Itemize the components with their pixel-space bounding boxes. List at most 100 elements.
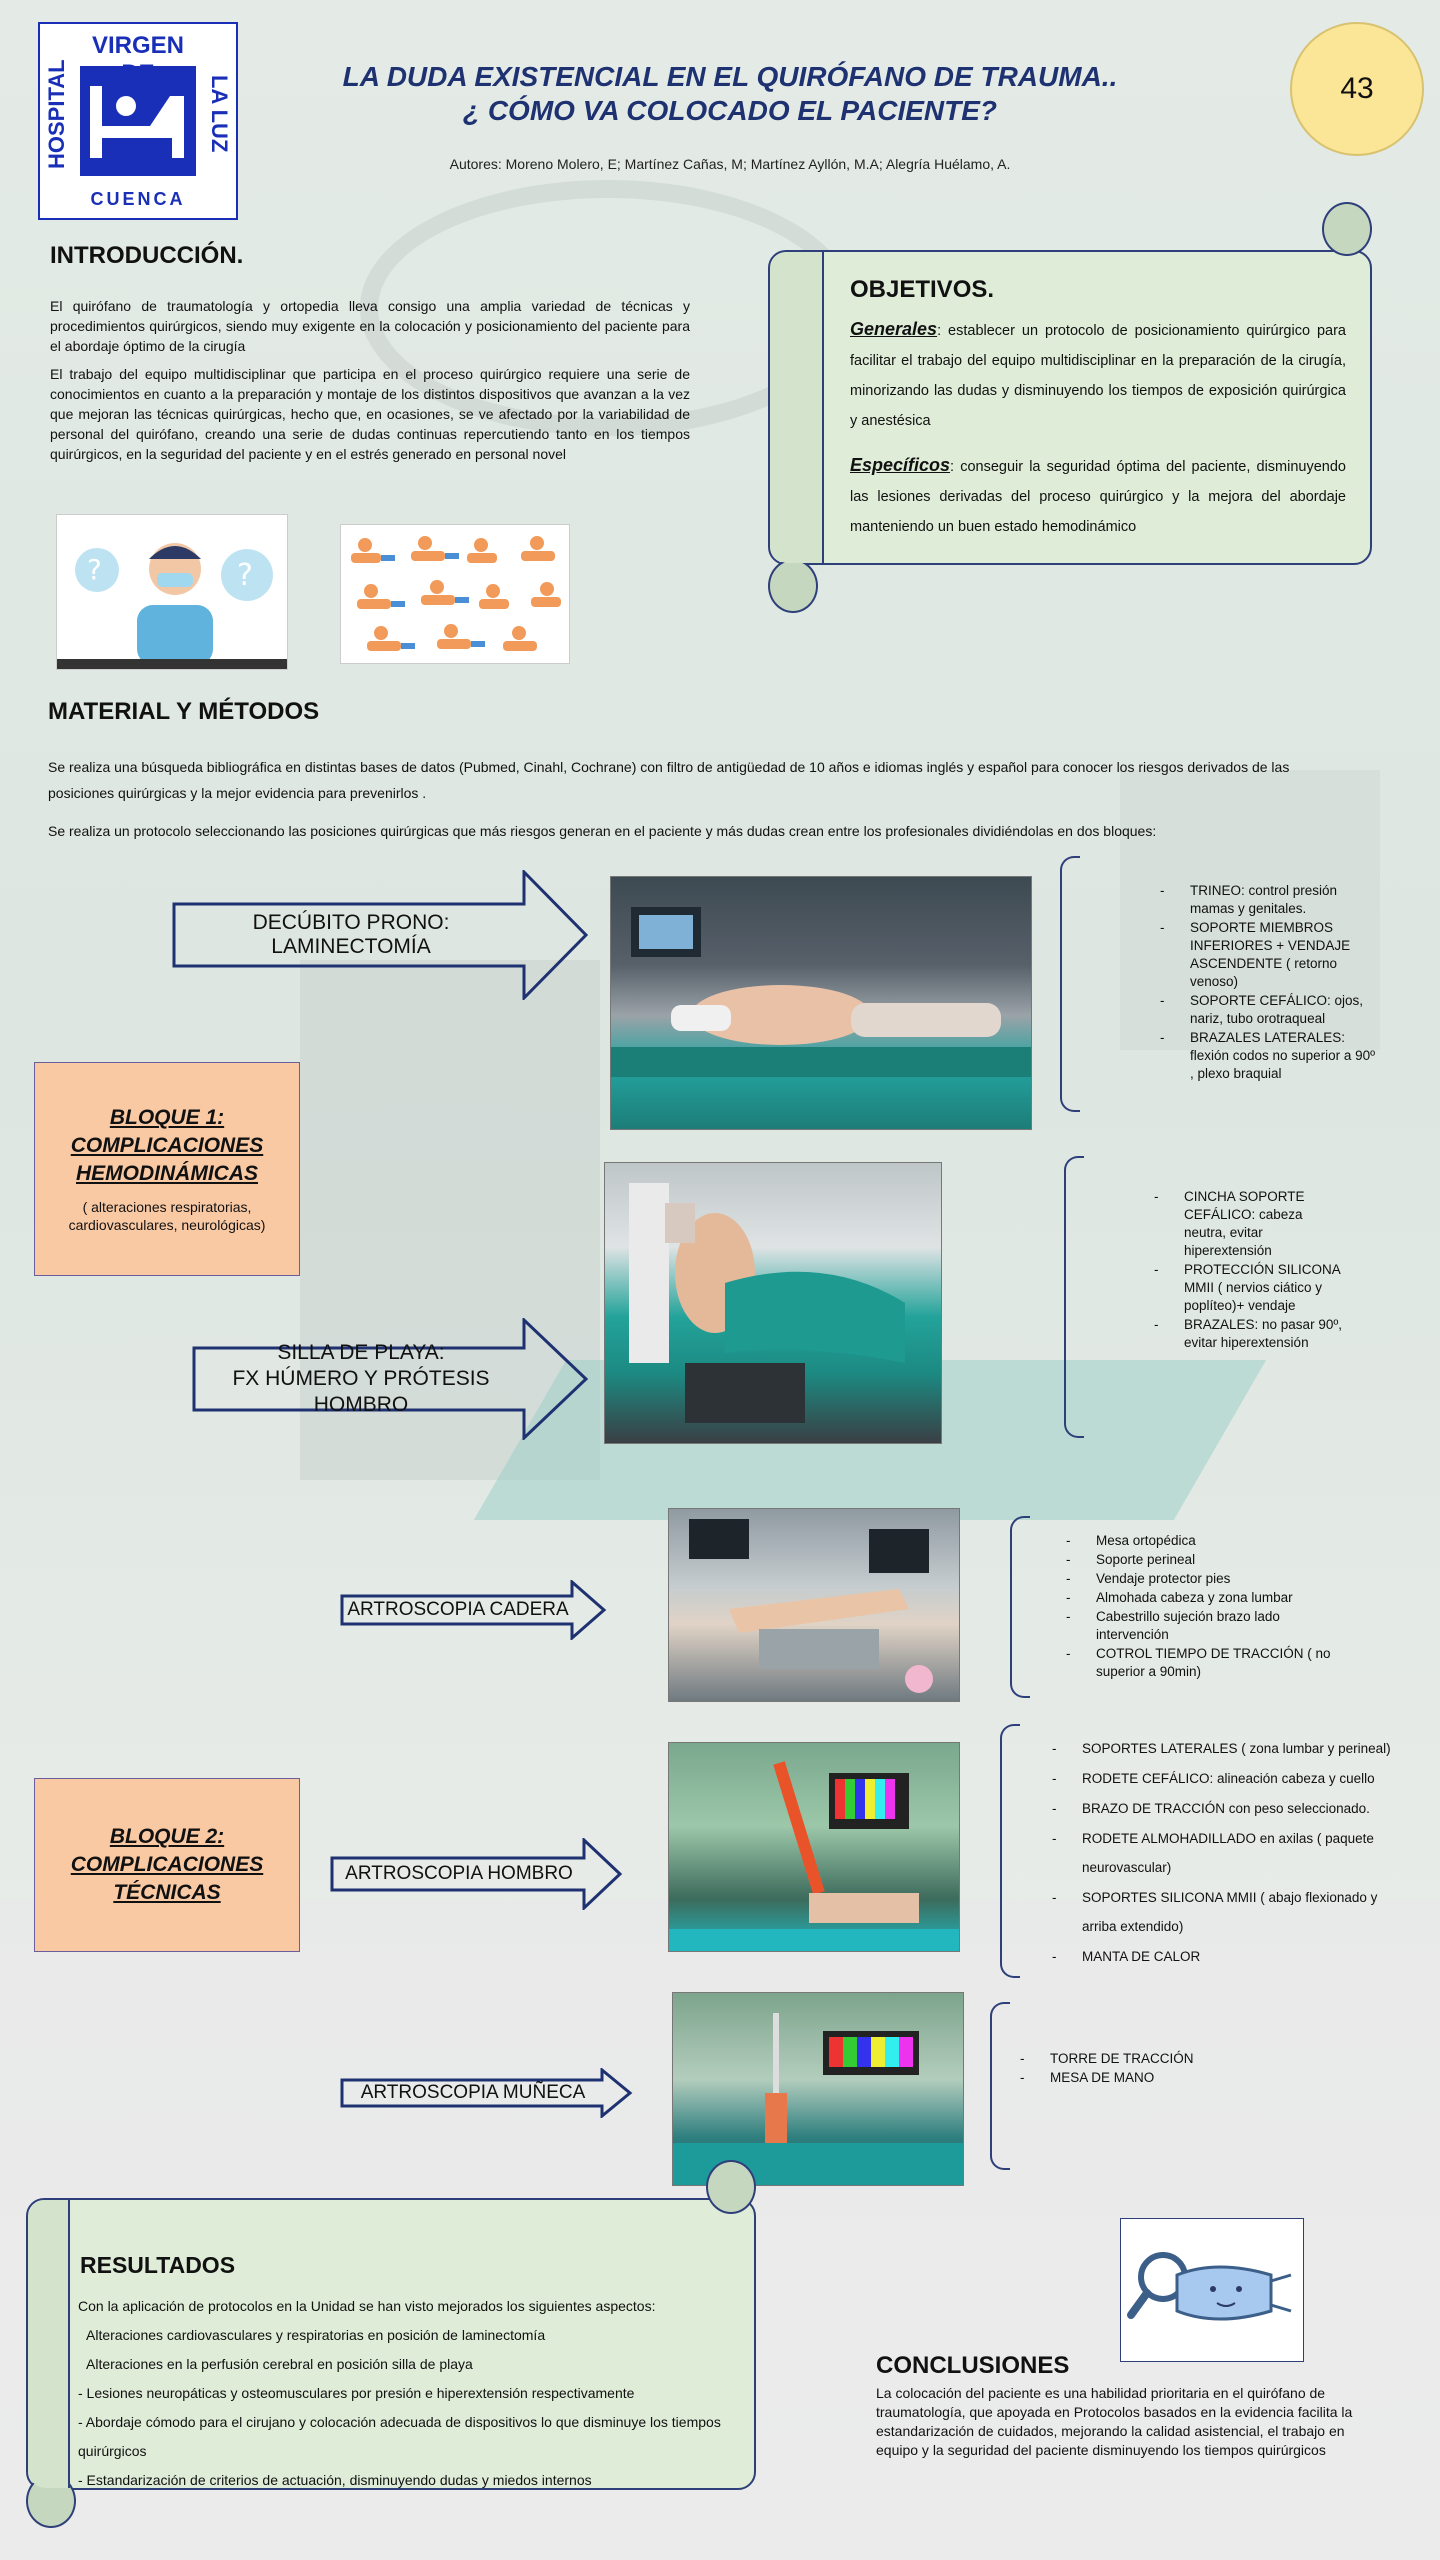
list-item: Almohada cabeza y zona lumbar	[1066, 1589, 1356, 1607]
scroll-curl-top-right	[1322, 202, 1372, 256]
objectives-general: Generales: establecer un protocolo de po…	[850, 314, 1346, 436]
general-text: : establecer un protocolo de posicionami…	[850, 323, 1346, 429]
list-item: BRAZALES: no pasar 90º, evitar hiperexte…	[1154, 1316, 1344, 1352]
mask-magnifier-illustration	[1120, 2218, 1304, 2362]
doubtful-nurse-illustration: ? ?	[56, 514, 288, 670]
shoulder-arthroscopy-arrow: ARTROSCOPIA HOMBRO	[330, 1838, 624, 1910]
prone-brace	[1060, 856, 1080, 1112]
wrist-arthroscopy-photo	[672, 1992, 964, 2186]
wrist-items-list: TORRE DE TRACCIÓN MESA DE MANO	[1020, 2050, 1220, 2088]
scroll-curl-top-right	[706, 2160, 756, 2214]
conclusions-heading: CONCLUSIONES	[876, 2352, 1070, 2379]
shoulder-items-list: SOPORTES LATERALES ( zona lumbar y perin…	[1052, 1734, 1400, 1972]
prone-laminectomy-photo	[610, 876, 1032, 1130]
poster-title: LA DUDA EXISTENCIAL EN EL QUIRÓFANO DE T…	[300, 60, 1160, 128]
list-item: - Lesiones neuropáticas y osteomusculare…	[78, 2385, 635, 2401]
scroll-left-roll	[28, 2200, 70, 2488]
list-item: - Estandarización de criterios de actuac…	[78, 2472, 592, 2488]
title-line-2: ¿ CÓMO VA COLOCADO EL PACIENTE?	[462, 95, 998, 126]
block-1-subtitle: ( alteraciones respiratorias, cardiovasc…	[68, 1199, 266, 1233]
introduction-section: INTRODUCCIÓN. El quirófano de traumatolo…	[50, 242, 690, 472]
list-item: MANTA DE CALOR	[1052, 1942, 1400, 1971]
logo-text-top: VIRGEN DE	[91, 32, 184, 87]
list-item: Cabestrillo sujeción brazo lado interven…	[1066, 1608, 1356, 1644]
list-item: MESA DE MANO	[1020, 2069, 1220, 2087]
shoulder-arthroscopy-label: ARTROSCOPIA HOMBRO	[345, 1863, 573, 1884]
general-label: Generales	[850, 319, 938, 339]
list-item: CINCHA SOPORTE CEFÁLICO: cabeza neutra, …	[1154, 1188, 1344, 1260]
beach-chair-label-line-1: SILLA DE PLAYA:	[277, 1341, 445, 1364]
list-item: RODETE ALMOHADILLADO en axilas ( paquete…	[1052, 1824, 1400, 1882]
hospital-logo: VIRGEN DE HOSPITAL LA LUZ CUENCA	[38, 22, 238, 220]
list-item: PROTECCIÓN SILICONA MMII ( nervios ciáti…	[1154, 1261, 1344, 1315]
list-item: BRAZO DE TRACCIÓN con peso seleccionado.	[1052, 1794, 1400, 1823]
surgical-positions-illustration	[340, 524, 570, 664]
hip-items-list: Mesa ortopédica Soporte perineal Vendaje…	[1066, 1532, 1356, 1682]
beach-chair-brace	[1064, 1156, 1084, 1438]
objectives-scroll: OBJETIVOS. Generales: establecer un prot…	[768, 202, 1372, 613]
list-item: Mesa ortopédica	[1066, 1532, 1356, 1550]
logo-text-bottom: CUENCA	[90, 189, 186, 209]
conclusions-section: CONCLUSIONES La colocación del paciente …	[876, 2352, 1376, 2460]
methods-heading: MATERIAL Y MÉTODOS	[48, 698, 320, 725]
poster-number-badge: 43	[1290, 22, 1424, 156]
results-heading: RESULTADOS	[80, 2252, 236, 2278]
list-item: Vendaje protector pies	[1066, 1570, 1356, 1588]
title-line-1: LA DUDA EXISTENCIAL EN EL QUIRÓFANO DE T…	[342, 61, 1118, 92]
logo-bed-mark	[80, 66, 196, 176]
list-item: Soporte perineal	[1066, 1551, 1356, 1569]
methods-section: MATERIAL Y MÉTODOS Se realiza una búsque…	[48, 698, 1348, 856]
introduction-paragraph-2: El trabajo del equipo multidisciplinar q…	[50, 366, 690, 462]
block-1-title: BLOQUE 1: COMPLICACIONES HEMODINÁMICAS	[70, 1106, 264, 1185]
scroll-left-roll	[770, 252, 824, 563]
introduction-heading: INTRODUCCIÓN.	[50, 242, 244, 269]
methods-paragraph-1: Se realiza una búsqueda bibliográfica en…	[48, 759, 1290, 801]
list-item: SOPORTE MIEMBROS INFERIORES + VENDAJE AS…	[1160, 919, 1380, 991]
list-item: TRINEO: control presión mamas y genitale…	[1160, 882, 1380, 918]
results-intro: Con la aplicación de protocolos en la Un…	[78, 2298, 656, 2314]
list-item: SOPORTES LATERALES ( zona lumbar y perin…	[1052, 1734, 1400, 1763]
list-item: COTROL TIEMPO DE TRACCIÓN ( no superior …	[1066, 1645, 1356, 1681]
logo-text-right: LA LUZ	[207, 75, 232, 153]
list-item: TORRE DE TRACCIÓN	[1020, 2050, 1220, 2068]
block-2-box: BLOQUE 2: COMPLICACIONES TÉCNICAS	[34, 1778, 300, 1952]
results-list: Con la aplicación de protocolos en la Un…	[78, 2292, 728, 2495]
shoulder-brace	[1000, 1724, 1020, 1978]
hip-arthroscopy-photo	[668, 1508, 960, 1702]
list-item: SOPORTE CEFÁLICO: ojos, nariz, tubo orot…	[1160, 992, 1380, 1028]
list-item: SOPORTES SILICONA MMII ( abajo flexionad…	[1052, 1883, 1400, 1941]
wrist-arthroscopy-arrow: ARTROSCOPIA MUÑECA	[340, 2068, 634, 2118]
logo-text-left: HOSPITAL	[44, 59, 69, 169]
prone-position-label: DECÚBITO PRONO: LAMINECTOMÍA	[252, 911, 450, 958]
list-item: Alteraciones en la perfusión cerebral en…	[86, 2356, 473, 2372]
results-scroll: RESULTADOS Con la aplicación de protocol…	[26, 2160, 756, 2528]
objectives-specific: Específicos: conseguir la seguridad ópti…	[850, 450, 1346, 542]
scroll-curl-bottom-left	[768, 559, 818, 613]
hip-arthroscopy-arrow: ARTROSCOPIA CADERA	[340, 1580, 608, 1640]
conclusions-text: La colocación del paciente es una habili…	[876, 2385, 1353, 2458]
introduction-paragraph-1: El quirófano de traumatología y ortopedi…	[50, 298, 690, 354]
svg-text:?: ?	[87, 553, 102, 586]
svg-text:?: ?	[237, 558, 253, 593]
objectives-heading: OBJETIVOS.	[850, 276, 995, 303]
list-item: BRAZALES LATERALES: flexión codos no sup…	[1160, 1029, 1380, 1083]
list-item: - Abordaje cómodo para el cirujano y col…	[78, 2414, 721, 2459]
prone-items-list: TRINEO: control presión mamas y genitale…	[1160, 882, 1380, 1084]
specific-label: Específicos	[850, 455, 951, 475]
beach-chair-items-list: CINCHA SOPORTE CEFÁLICO: cabeza neutra, …	[1154, 1188, 1344, 1353]
wrist-brace	[990, 2002, 1010, 2170]
prone-position-arrow: DECÚBITO PRONO: LAMINECTOMÍA	[172, 870, 590, 1000]
specific-text: : conseguir la seguridad óptima del paci…	[850, 459, 1346, 535]
list-item: Alteraciones cardiovasculares y respirat…	[86, 2327, 546, 2343]
list-item: RODETE CEFÁLICO: alineación cabeza y cue…	[1052, 1764, 1400, 1793]
beach-chair-label-line-2: FX HÚMERO Y PRÓTESIS HOMBRO	[232, 1367, 490, 1416]
hip-brace	[1010, 1516, 1030, 1698]
beach-chair-photo	[604, 1162, 942, 1444]
shoulder-arthroscopy-photo	[668, 1742, 960, 1952]
authors: Autores: Moreno Molero, E; Martínez Caña…	[449, 156, 1011, 172]
block-1-box: BLOQUE 1: COMPLICACIONES HEMODINÁMICAS (…	[34, 1062, 300, 1276]
hip-arthroscopy-label: ARTROSCOPIA CADERA	[347, 1599, 569, 1620]
methods-paragraph-2: Se realiza un protocolo seleccionando la…	[48, 823, 1157, 839]
wrist-arthroscopy-label: ARTROSCOPIA MUÑECA	[360, 2082, 586, 2103]
block-2-title: BLOQUE 2: COMPLICACIONES TÉCNICAS	[70, 1825, 264, 1904]
